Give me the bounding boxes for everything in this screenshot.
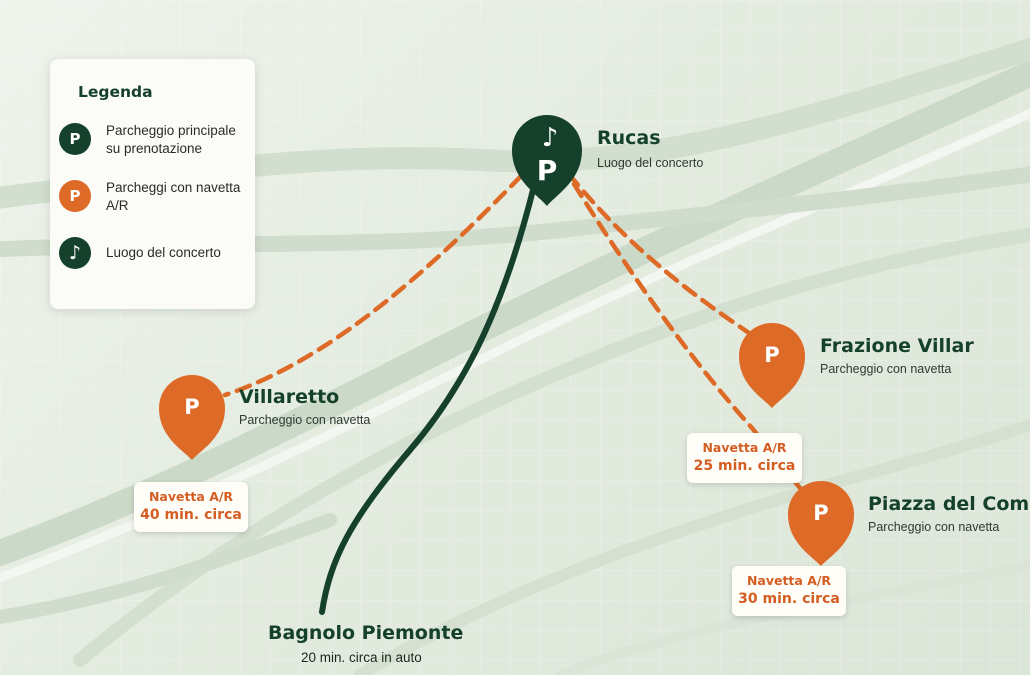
legend-title: Legenda: [78, 83, 153, 101]
place-subtitle-villaretto: Parcheggio con navetta: [239, 413, 371, 427]
shuttle-label-line1: Navetta A/R: [148, 489, 234, 504]
shuttle-label-frazione-villar: Navetta A/R 25 min. circa: [687, 433, 802, 483]
place-subtitle-piazza-del-comune: Parcheggio con navetta: [868, 520, 1000, 534]
shuttle-label-line2: 25 min. circa: [693, 458, 796, 474]
place-subtitle-frazione-villar: Parcheggio con navetta: [820, 362, 952, 376]
place-name-frazione-villar: Frazione Villar: [820, 335, 974, 357]
legend-panel: Legenda P Parcheggio principale su preno…: [50, 59, 255, 309]
parking-icon: P: [184, 395, 199, 419]
shuttle-routes: [222, 171, 803, 491]
car-route-bagnolo: [319, 187, 536, 615]
shuttle-label-line1: Navetta A/R: [702, 440, 787, 455]
music-note-icon: ♪: [542, 123, 559, 153]
legend-item-label: Luogo del concerto: [106, 245, 221, 260]
legend-item-label: Parcheggio principale su prenotazione: [106, 123, 236, 156]
music-note-icon: ♪: [59, 237, 91, 269]
shuttle-label-piazza-del-comune: Navetta A/R 30 min. circa: [732, 566, 846, 616]
place-name-piazza-del-comune: Piazza del Comune: [868, 493, 1030, 515]
pin-frazione-villar[interactable]: P: [739, 323, 805, 408]
shuttle-label-line2: 30 min. circa: [738, 591, 840, 607]
parking-icon: P: [537, 154, 558, 187]
parking-icon: P: [59, 180, 91, 212]
place-subtitle-rucas: Luogo del concerto: [597, 156, 704, 170]
route-piazza-del-comune: [571, 181, 803, 491]
shuttle-label-line2: 40 min. circa: [140, 507, 242, 523]
parking-icon: P: [813, 501, 828, 525]
place-name-rucas: Rucas: [597, 127, 661, 149]
place-name-villaretto: Villaretto: [239, 386, 340, 408]
shuttle-label-villaretto: Navetta A/R 40 min. circa: [134, 482, 248, 532]
pin-villaretto[interactable]: P: [159, 375, 225, 460]
shuttle-label-line1: Navetta A/R: [746, 573, 832, 588]
route-frazione-villar: [566, 171, 755, 338]
route-villaretto: [222, 173, 524, 398]
parking-icon: P: [764, 343, 779, 367]
pin-piazza-del-comune[interactable]: P: [788, 481, 854, 566]
place-name-bagnolo: Bagnolo Piemonte: [268, 622, 464, 644]
pin-rucas[interactable]: ♪ P: [512, 115, 582, 206]
legend-item-label: Parcheggi con navetta A/R: [106, 180, 241, 213]
parking-icon: P: [59, 123, 91, 155]
place-subtitle-bagnolo: 20 min. circa in auto: [301, 650, 422, 665]
